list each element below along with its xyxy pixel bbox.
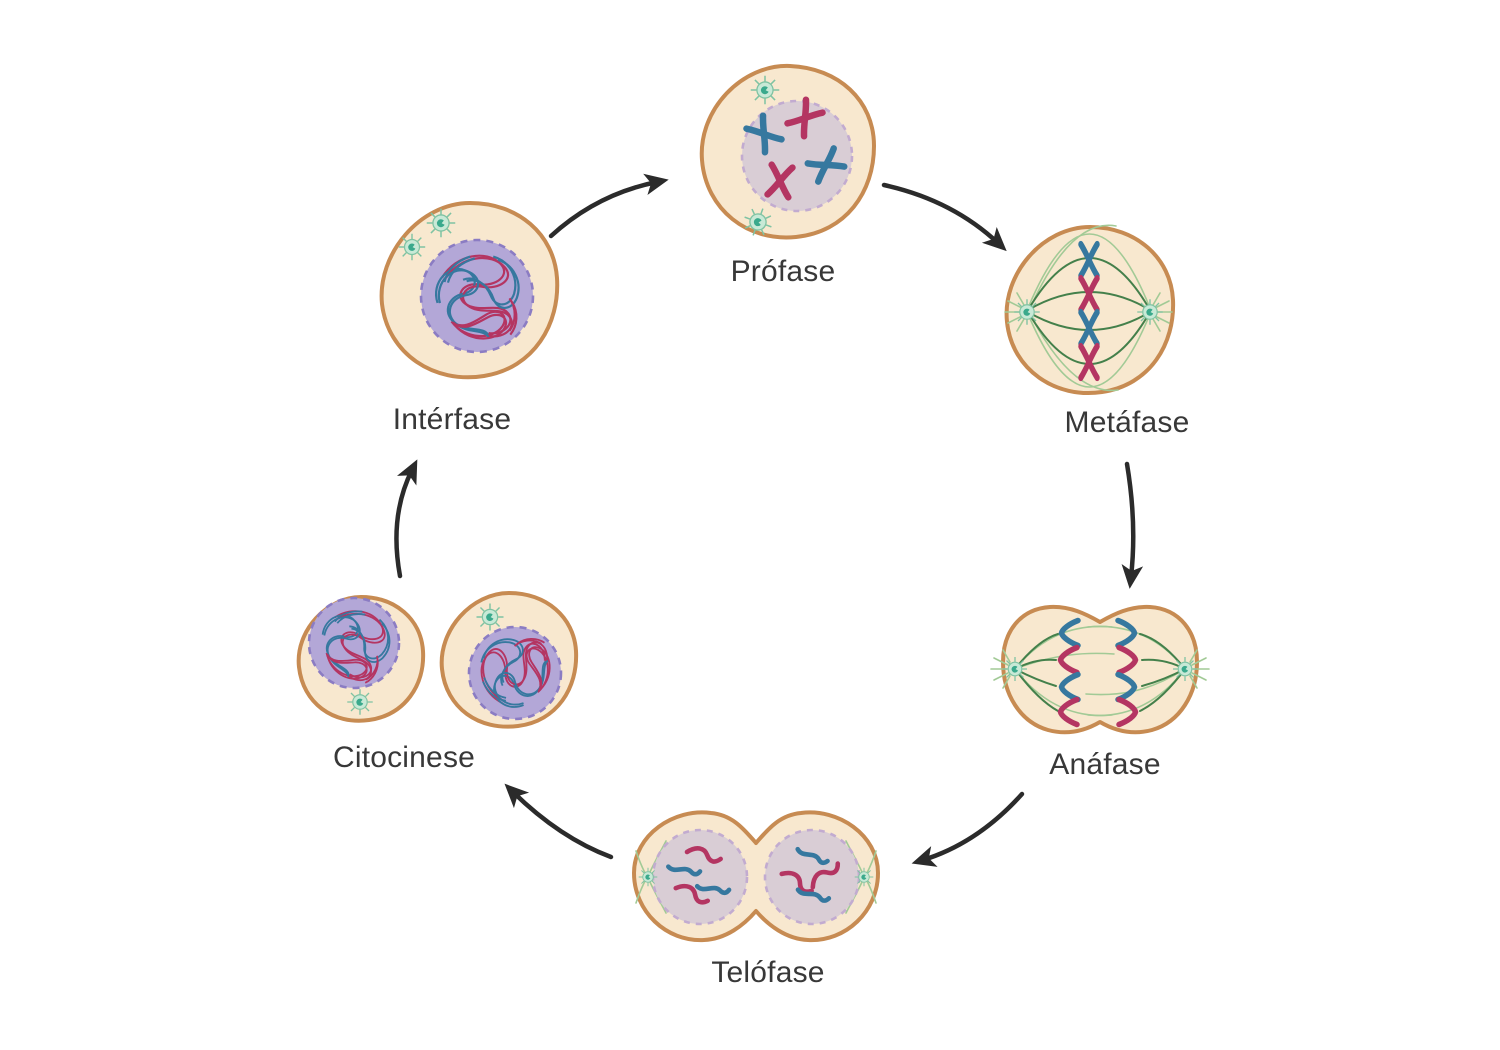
metafase-spindle	[1027, 224, 1151, 392]
arrow-profase-to-metafase	[881, 182, 1007, 252]
citocinese-cell-right	[439, 591, 579, 729]
telofase-centrosome-right	[854, 867, 874, 887]
label-metafase: Metáfase	[1064, 406, 1190, 439]
label-telofase: Telófase	[711, 956, 825, 989]
anafase-cell	[990, 604, 1210, 735]
metafase-centrosome-left	[1013, 298, 1041, 326]
telofase-centrosome-left	[638, 867, 658, 887]
metafase-cell	[1004, 224, 1176, 395]
arrow-interfase-to-profase	[548, 173, 669, 239]
telofase-cell	[632, 810, 880, 943]
telofase-nucleus-right	[763, 828, 861, 926]
label-interfase: Intérfase	[392, 403, 512, 436]
citocinese-cell-left	[296, 595, 426, 723]
telofase-nucleus-left	[651, 828, 749, 926]
metafase-centrosome-right	[1136, 298, 1164, 326]
arrow-telofase-to-citocinese	[504, 783, 614, 860]
profase-cell	[699, 63, 876, 242]
interfase-centrosome-1	[425, 207, 457, 239]
arrow-metafase-to-anafase	[1121, 461, 1144, 589]
cycle-arrows	[394, 173, 1144, 867]
citocinese-right-centrosome	[475, 602, 505, 632]
label-citocinese: Citocinese	[332, 741, 476, 774]
profase-centrosome-1	[749, 74, 781, 106]
profase-nucleus	[740, 99, 854, 213]
arrow-citocinese-to-interfase	[394, 459, 418, 579]
interfase-cell	[379, 201, 560, 380]
arrow-anafase-to-telofase	[911, 791, 1025, 867]
anafase-centrosome-right	[1172, 656, 1198, 682]
citocinese-left-centrosome	[346, 688, 374, 716]
anafase-centrosome-left	[1002, 656, 1028, 682]
interfase-centrosome-2	[398, 233, 426, 261]
label-profase: Prófase	[730, 255, 836, 288]
label-anafase: Anáfase	[1049, 748, 1161, 781]
